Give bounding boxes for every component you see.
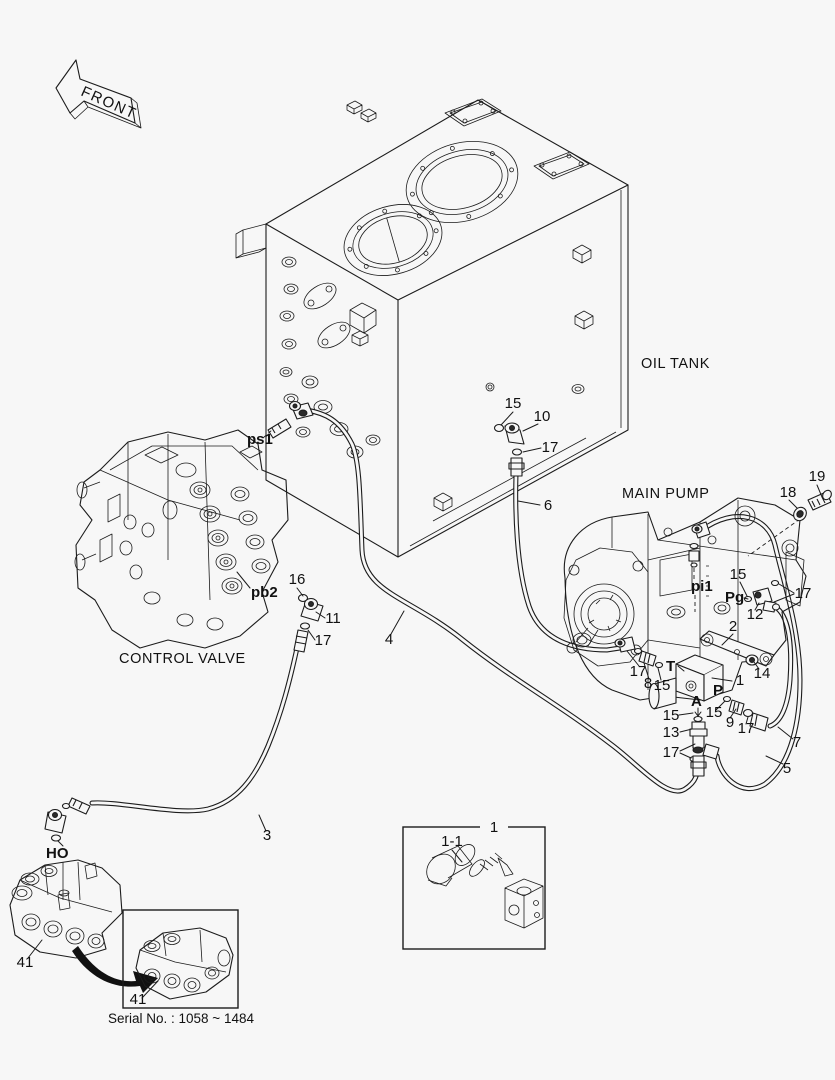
main-pump-drawing <box>563 497 807 701</box>
oil-tank-label: OIL TANK <box>641 356 710 372</box>
bolt-washer-group <box>747 489 832 557</box>
callout-8: 8 <box>644 675 652 692</box>
control-valve-label: CONTROL VALVE <box>119 651 246 667</box>
p-port-chain-group <box>722 695 769 732</box>
port-ho-label: HO <box>46 845 69 862</box>
hose-7 <box>767 606 794 729</box>
hose-4 <box>303 407 701 794</box>
callout-15-p: 15 <box>706 704 723 721</box>
callout-17-t: 17 <box>630 663 647 680</box>
port-pg-label: Pg <box>725 589 744 606</box>
t-port-chain-group <box>614 636 664 669</box>
callout-6: 6 <box>544 497 552 514</box>
callout-5: 5 <box>783 760 791 777</box>
callout-10: 10 <box>534 408 551 425</box>
callout-17-tank: 17 <box>542 439 559 456</box>
solenoid-valve-block-1 <box>648 654 724 710</box>
callout-19: 19 <box>809 468 826 485</box>
control-valve-drawing <box>74 429 289 649</box>
inset-pointer-arrow <box>72 946 158 993</box>
leader-1-1 <box>451 849 463 863</box>
inset-box-1-label: 1 <box>490 819 498 836</box>
a-port-chain-group <box>689 707 720 777</box>
hose-6 <box>513 471 623 653</box>
port-pb2-label: pb2 <box>251 584 278 601</box>
callout-7: 7 <box>793 734 801 751</box>
pg-fitting-group <box>743 579 781 613</box>
callout-4: 4 <box>385 631 393 648</box>
main-pump-label: MAIN PUMP <box>622 486 710 502</box>
port-ps1-label: ps1 <box>247 431 273 448</box>
callout-17-cv: 17 <box>315 632 332 649</box>
oil-tank-drawing <box>235 98 629 558</box>
inset-41-label: 41 <box>130 991 147 1008</box>
callout-41-main: 41 <box>17 954 34 971</box>
port-pi1-label: pi1 <box>691 578 713 595</box>
callout-11: 11 <box>325 610 341 627</box>
pb2-fitting-group <box>293 593 324 653</box>
callout-15-t: 15 <box>654 677 671 694</box>
serial-number-text: Serial No. : 1058 ~ 1484 <box>108 1011 254 1026</box>
serial-inset-box <box>122 909 239 1009</box>
port-p-label: P <box>713 682 723 699</box>
pi1-fitting-group <box>688 521 711 612</box>
callout-9: 9 <box>726 714 734 731</box>
hose-3 <box>89 645 300 814</box>
callout-15-a: 15 <box>663 707 680 724</box>
leader-lines <box>27 411 823 999</box>
callout-3: 3 <box>263 827 271 844</box>
callout-2: 2 <box>729 618 737 635</box>
port-t-label: T <box>666 658 675 675</box>
solenoid-inset-box <box>402 820 546 950</box>
valve-41-drawing <box>9 859 123 959</box>
callout-17-p: 17 <box>738 720 755 737</box>
callout-13: 13 <box>663 724 680 741</box>
hose-5 <box>699 514 803 792</box>
callout-18: 18 <box>780 484 797 501</box>
port-a-label: A <box>691 693 702 710</box>
callout-14: 14 <box>754 665 771 682</box>
callout-1-block: 1 <box>736 672 744 689</box>
callout-17-a: 17 <box>663 744 680 761</box>
mount-bracket-group <box>699 630 775 667</box>
callout-15-tank: 15 <box>505 395 522 412</box>
callout-17-pg: 17 <box>795 585 812 602</box>
inset-part-1-1-label: 1-1 <box>441 833 463 850</box>
callout-15-pg: 15 <box>730 566 747 583</box>
callout-12: 12 <box>747 606 764 623</box>
tank-elbow-fitting-group <box>493 422 525 477</box>
callout-16: 16 <box>289 571 306 588</box>
front-direction-arrow: FRONT <box>55 59 142 129</box>
ps1-fitting-group <box>267 400 314 439</box>
